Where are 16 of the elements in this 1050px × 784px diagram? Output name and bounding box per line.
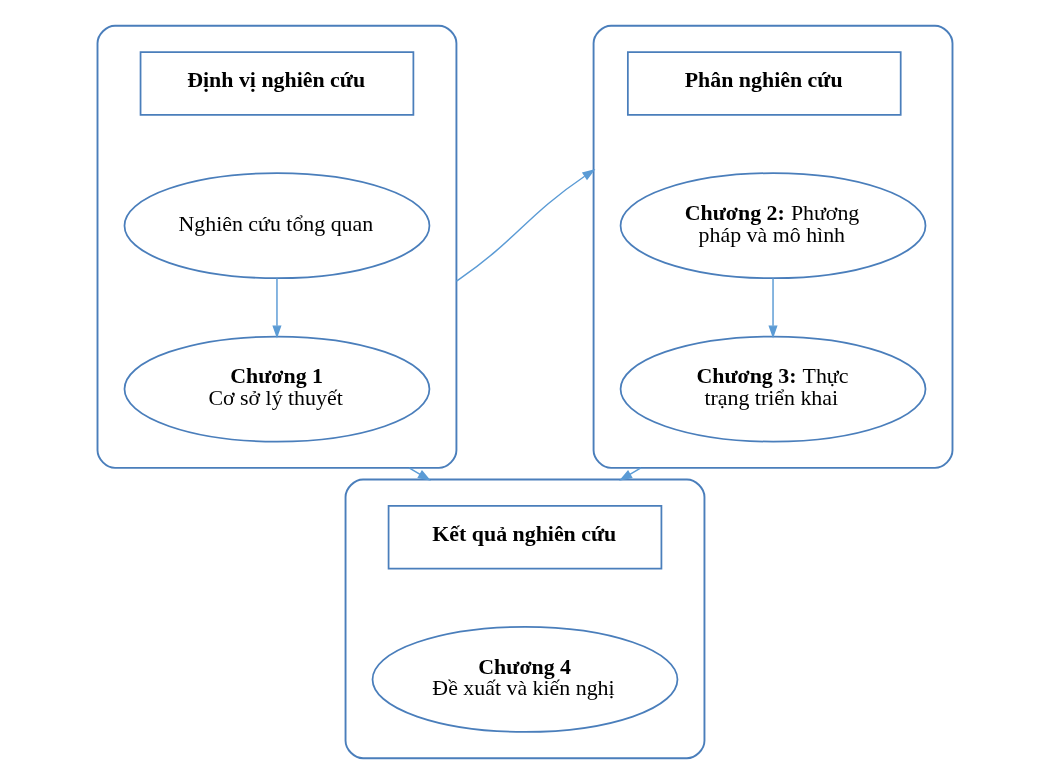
arrow [408, 467, 431, 481]
cluster [344, 478, 706, 760]
node-ellipse: Chương 3: Thực trạng triển khai [619, 335, 927, 443]
arrow [455, 169, 596, 282]
arrow [619, 467, 642, 481]
node-box: Định vị nghiên cứu [139, 51, 415, 116]
arrow [768, 277, 778, 339]
node-ellipse: Chương 4 Đề xuất và kiến nghị [371, 626, 679, 733]
node-ellipse: Nghiên cứu tổng quan [123, 172, 431, 280]
arrow [272, 277, 282, 339]
node-box: Kết quả nghiên cứu [387, 504, 663, 570]
node-ellipse: Chương 1 Cơ sở lý thuyết [123, 335, 431, 443]
node-box: Phân nghiên cứu [627, 51, 902, 116]
node-ellipse: Chương 2: Phương pháp và mô hình [619, 172, 927, 280]
cluster [96, 24, 458, 469]
cluster [592, 24, 954, 469]
